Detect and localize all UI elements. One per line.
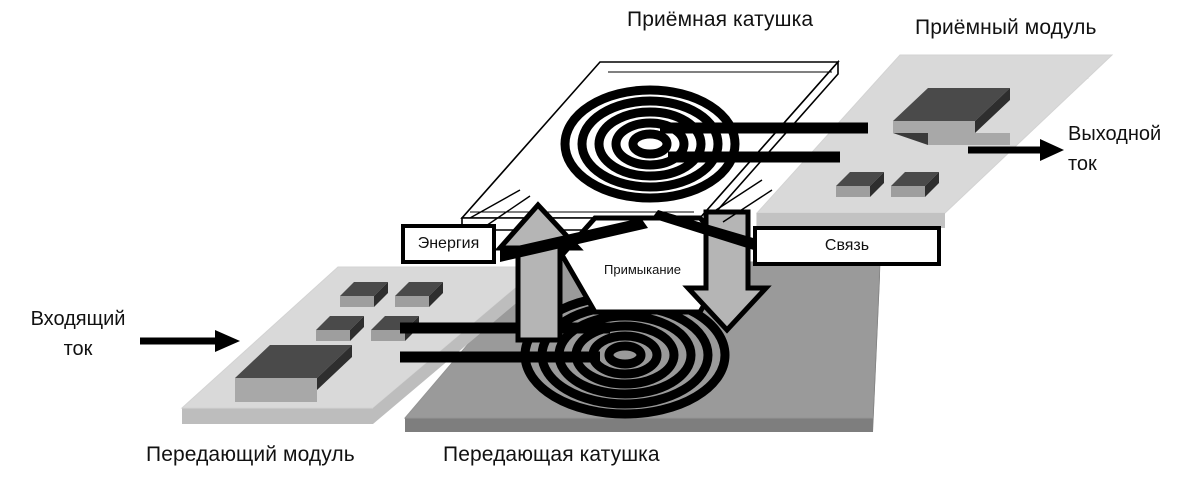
hexagon-pointers [500,210,760,262]
receiving-small-chip-a [836,172,884,197]
label-receiving-coil: Приёмная катушка [627,8,814,31]
label-receiving-module: Приёмный модуль [915,16,1097,39]
label-input-current-line1: Входящий [30,308,126,330]
transmitting-large-chip [235,345,352,402]
transmitting-small-chip-1 [340,282,388,307]
energy-label-text: Энергия [417,235,480,252]
receiving-small-chip-b [891,172,939,197]
transmitting-coil-leads [400,322,610,363]
hexagon-pointer-left [500,218,648,262]
leader-link-thin-2 [722,189,773,223]
leader-link-thin-1 [712,179,763,213]
link-label-text: Связь [824,237,870,254]
label-input-current-line2: ток [63,338,93,360]
receiving-coil [560,85,740,203]
receiving-coil-leads [660,122,868,163]
coupling-label-text: Примыкание [604,262,681,277]
energy-label-box: Энергия [401,224,496,264]
hexagon-pointer-right [652,210,760,252]
label-output-current-line2: ток [1068,153,1097,175]
transmitting-small-chip-3 [316,316,364,341]
tx-board-side [373,267,540,424]
label-output-current-line1: Выходной [1068,123,1162,145]
tx-coil-board-lip [405,418,873,432]
receiving-large-chip [893,88,1010,145]
tx-coil-board-side [873,262,880,432]
output-current-arrow [968,139,1064,161]
transmitting-small-chip-2 [395,282,443,307]
leader-lines [469,179,773,231]
label-transmitting-coil: Передающая катушка [443,443,660,466]
leader-energy-thin-1 [469,189,521,219]
link-label-box: Связь [753,226,941,266]
receiving-module-board [755,54,1114,231]
transmitting-module-board [180,266,542,424]
label-transmitting-module: Передающий модуль [146,443,355,466]
receiving-board-lip [757,213,945,228]
input-current-arrow [140,330,240,352]
tx-board-lip [182,408,373,424]
